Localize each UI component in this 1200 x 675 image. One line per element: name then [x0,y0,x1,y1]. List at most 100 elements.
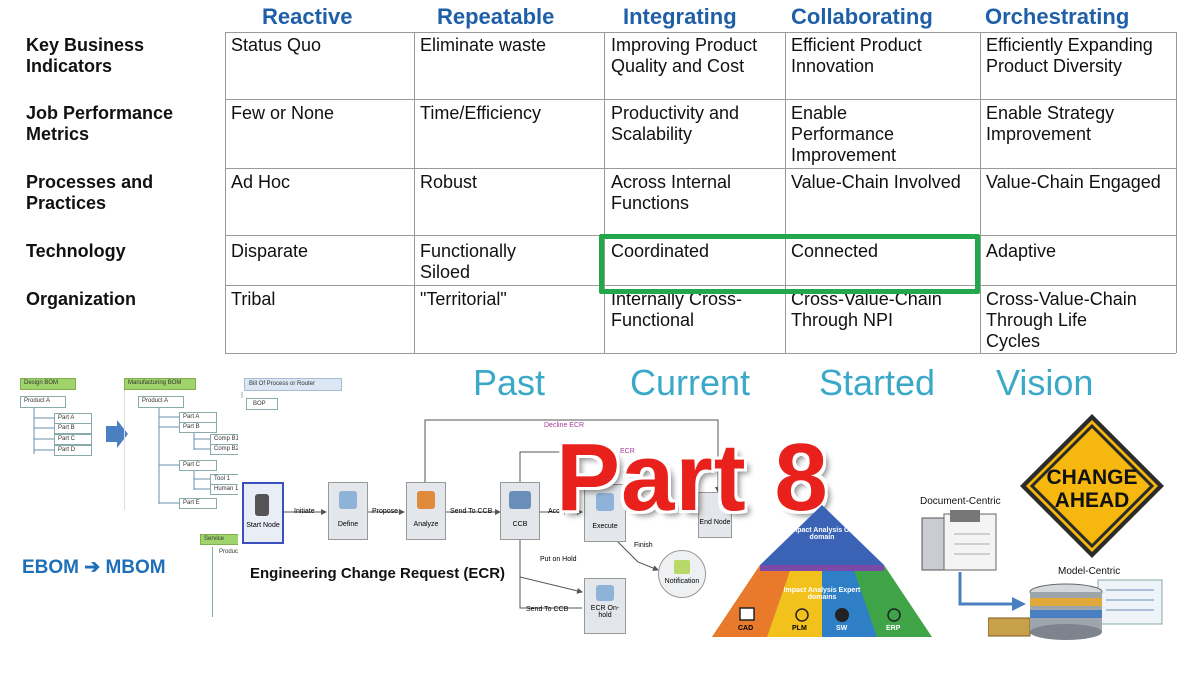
model-centric-label: Model-Centric [1058,566,1121,577]
table-cell: Value-Chain Engaged [986,172,1161,192]
bom-diagram: Design BOM Product A Part A Part B Part … [14,372,364,622]
edge-label-propose: Propose [372,508,399,515]
part-8-title: Part 8 [556,424,829,531]
notification-node-label: Notification [664,578,700,585]
analyze-node[interactable]: Analyze [406,482,446,540]
part-label: Part E [183,500,200,506]
sign-text-ahead: AHEAD [1054,489,1130,512]
notification-node[interactable]: Notification [658,550,706,598]
pyramid-graphic [712,505,932,637]
execute-node[interactable]: Execute [584,484,626,542]
phase-label-past: Past [473,362,546,403]
analyze-icon [417,491,435,509]
document-binder-icon [920,510,1010,574]
edge-label-send-to-ccb: Send To CCB [450,508,493,515]
edge-label-decline-ecr: Decline ECR [544,422,585,429]
define-node-label: Define [337,521,359,528]
bop-label: BOP [253,401,266,407]
bom-connectors [33,380,243,510]
part-label: Part C [183,462,201,468]
binder-graphic [921,510,997,571]
table-cell: Internally Cross-Functional [611,289,743,330]
row-header-organization: Organization [26,289,137,309]
table-cell: Cross-Value-Chain Through NPI [791,289,942,330]
row-header-technology: Technology [26,241,126,261]
database-graphic [987,579,1163,640]
column-header-orchestrating: Orchestrating [985,4,1130,29]
hold-icon [596,585,614,601]
part-box: Part B [179,422,217,433]
table-cell: Efficient Product Innovation [791,35,922,76]
edge-label-accept: Accept [548,508,570,515]
define-node[interactable]: Define [328,482,368,540]
phase-label-vision: Vision [996,362,1094,403]
meeting-icon [509,491,531,509]
table-cell: Improving Product Quality and Cost [611,35,758,76]
table-cell: Productivity and Scalability [611,103,740,144]
edge-label-ecr: ECR [620,448,635,455]
table-cell: Functionally Siloed [420,241,517,282]
phase-label-started: Started [819,362,936,403]
column-header-collaborating: Collaborating [791,4,933,29]
table-line [604,32,605,353]
pyramid-mid-label: Impact Analysis Expert domains [783,587,861,601]
technology-highlight-box [599,234,980,294]
bill-of-process-label: Bill Of Process or Router [249,381,316,387]
table-line [225,168,1176,169]
row-header-kbi: Key Business Indicators [26,35,145,76]
product-a-box: Product A [20,396,66,408]
part-label: Part D [58,447,76,453]
workflow-connectors [282,419,721,609]
end-node[interactable]: End Node [698,492,732,538]
design-bom-box: Design BOM [20,378,76,390]
ccb-node-label: CCB [512,521,528,528]
table-line [1176,32,1177,353]
start-node[interactable]: Start Node [242,482,284,544]
part-label: Part A [58,415,75,421]
warning-sign-icon [1020,414,1164,558]
table-line [225,32,226,353]
ecr-title: Engineering Change Request (ECR) [250,565,506,582]
plm-label: PLM [792,625,807,632]
start-node-label: Start Node [246,522,280,529]
table-cell: Across Internal Functions [611,172,732,213]
part-label: Part A [183,414,200,420]
table-cell: Tribal [231,289,276,309]
ecr-onhold-node-label: ECR On-hold [590,605,620,619]
part-label: Part B [58,425,75,431]
table-line [785,32,786,353]
table-line [225,32,1176,33]
service-label: Service [204,536,225,542]
row-header-processes: Processes and Practices [26,172,154,213]
part-label: Human 1 [214,486,239,492]
table-line [225,99,1176,100]
part-label: Tool 1 [214,476,231,482]
table-cell: Few or None [231,103,335,123]
ecr-onhold-node[interactable]: ECR On-hold [584,578,626,634]
table-line [980,32,981,353]
edge-label-send-to-ccb-2: Send To CCB [526,606,569,613]
part-box: Part D [54,445,92,456]
part-label: Part C [58,436,76,442]
flag-icon [674,560,690,574]
product-a-label: Product A [24,398,51,404]
erp-label: ERP [886,625,901,632]
product-a-box: Product A [138,396,184,408]
column-header-repeatable: Repeatable [437,4,555,29]
manufacturing-bom-label: Manufacturing BOM [128,380,182,386]
table-cell: Efficiently Expanding Product Diversity [986,35,1153,76]
bom-arrow-icon [106,420,128,448]
bop-box: BOP [246,398,278,410]
define-icon [339,491,357,509]
end-node-label: End Node [699,519,731,526]
traffic-light-icon [255,494,269,516]
table-cell: Coordinated [611,241,710,261]
edge-label-initiate: Initiate [294,508,315,515]
document-centric-label: Document-Centric [920,496,1001,507]
ccb-node[interactable]: CCB [500,482,540,540]
bill-of-process-box: Bill Of Process or Router [244,378,342,391]
table-cell: Value-Chain Involved [791,172,961,192]
edge-label-finish: Finish [634,542,653,549]
table-cell: Time/Efficiency [420,103,542,123]
service-product-label: Product [219,549,240,555]
